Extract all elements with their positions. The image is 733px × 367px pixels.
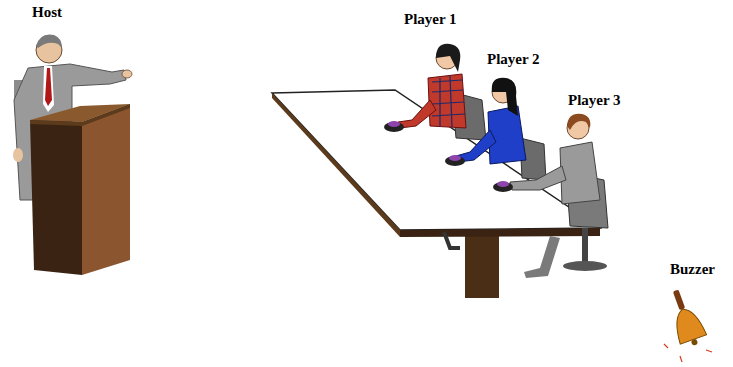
part-label: Player 3	[568, 92, 621, 109]
part-label: Buzzer	[670, 261, 715, 278]
bell-icon	[662, 286, 708, 350]
podium	[30, 104, 130, 275]
part-label: Player 1	[404, 11, 457, 28]
part-label: Player 2	[487, 51, 540, 68]
part-label: Host	[32, 4, 62, 21]
buzzer-button	[384, 121, 513, 192]
player-figure	[456, 78, 546, 180]
player-figure	[510, 114, 608, 278]
player-figure	[398, 44, 486, 248]
